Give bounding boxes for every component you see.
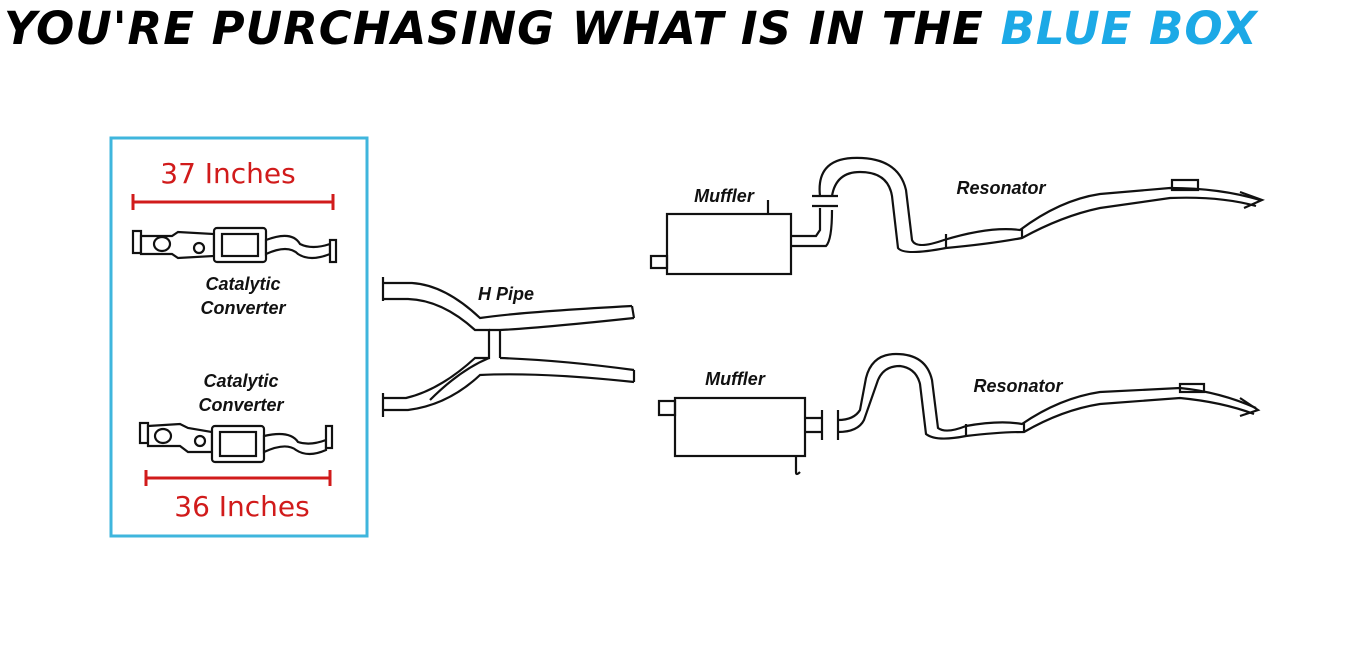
bottom-dimension-line — [144, 470, 332, 486]
h-pipe-label: H Pipe — [478, 284, 534, 304]
bottom-part-label-1: Catalytic — [203, 371, 278, 391]
top-dimension-line — [131, 194, 335, 210]
lower-muffler-label: Muffler — [705, 369, 766, 389]
top-catalytic-converter — [131, 226, 338, 264]
top-part-label-2: Converter — [200, 298, 286, 318]
bottom-dimension-text: 36 Inches — [174, 490, 310, 523]
blue-box-frame — [109, 136, 369, 538]
headline-highlight: BLUE BOX — [1000, 2, 1258, 55]
upper-exhaust-system — [649, 156, 1265, 276]
upper-muffler-label: Muffler — [694, 186, 755, 206]
headline: YOU'RE PURCHASING WHAT IS IN THE BLUE BO… — [4, 0, 1361, 58]
lower-resonator-label: Resonator — [973, 376, 1063, 396]
top-dimension-text: 37 Inches — [160, 157, 296, 190]
top-part-label-1: Catalytic — [205, 274, 280, 294]
headline-text: YOU'RE PURCHASING WHAT IS IN THE — [4, 2, 984, 55]
upper-resonator-label: Resonator — [956, 178, 1046, 198]
bottom-part-label-2: Converter — [198, 395, 284, 415]
h-pipe — [381, 277, 636, 417]
bottom-catalytic-converter — [138, 421, 334, 464]
lower-exhaust-system — [657, 352, 1261, 476]
